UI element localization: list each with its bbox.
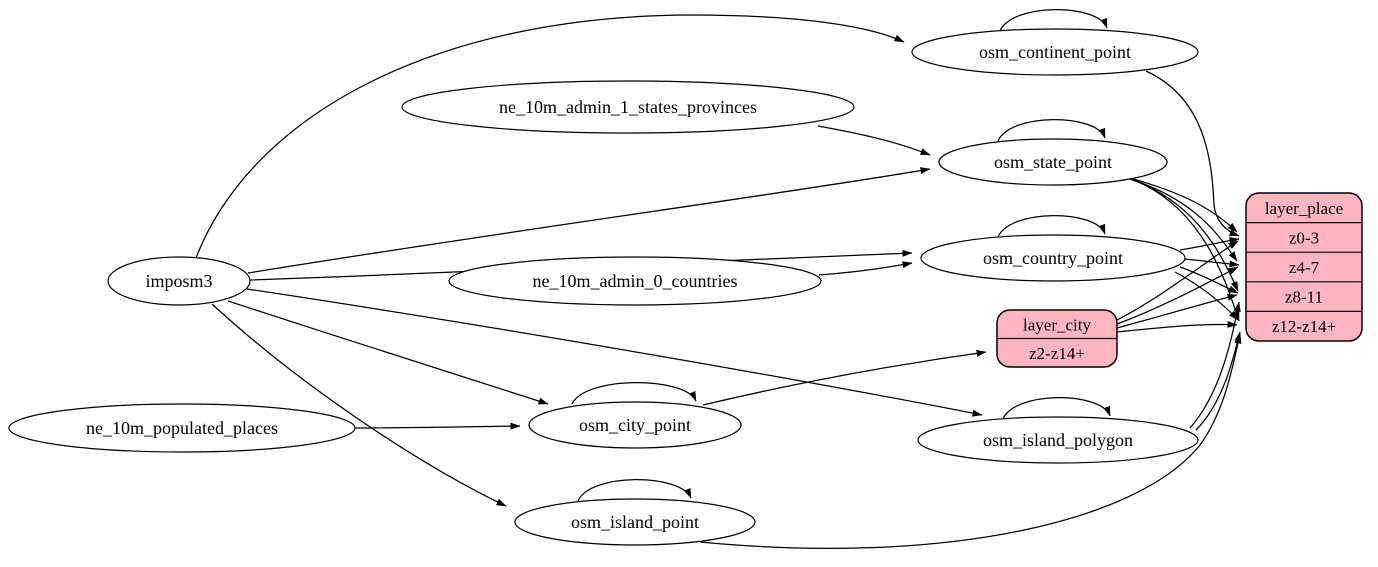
node-layer_place: layer_place z0-3 z4-7 z8-11 z12-z14+ <box>1245 192 1363 342</box>
node-imposm3: imposm3 <box>107 256 251 306</box>
ellipse-osm_island_polygon <box>917 416 1199 464</box>
self-loop-edge-osm_continent_point-to-osm_continent_point <box>999 9 1108 32</box>
node-osm_country_point: osm_country_point <box>920 234 1186 282</box>
node-osm_island_point: osm_island_point <box>514 498 756 546</box>
edge-ne_10m_admin_1_states_provinces-to-osm_state_point <box>817 125 931 156</box>
ellipse-ne_10m_populated_places <box>8 403 356 453</box>
node-osm_city_point: osm_city_point <box>528 401 742 449</box>
label-osm_city_point: osm_city_point <box>579 415 691 435</box>
edge-layer_city-to-layer_place:z12-z14+ <box>1116 320 1238 333</box>
edge-osm_island_point-to-layer_place:z12-z14+ <box>699 333 1242 549</box>
self-loop-edge-osm_country_point-to-osm_country_point <box>997 215 1106 238</box>
label-osm_island_polygon: osm_island_polygon <box>983 430 1133 450</box>
record-row-layer_place-z8-11: z8-11 <box>1285 288 1323 307</box>
record-row-layer_city-layer_city: layer_city <box>1023 315 1091 334</box>
label-imposm3: imposm3 <box>145 271 212 291</box>
edge-layer_city-to-layer_place:z4-7 <box>1116 266 1239 325</box>
edge-layer_city-to-layer_place:z8-11 <box>1116 293 1238 329</box>
nodes-layer: imposm3 ne_10m_populated_places ne_10m_adm… <box>8 28 1363 546</box>
self-loop-edge-osm_island_point-to-osm_island_point <box>577 479 692 502</box>
edge-imposm3-to-osm_island_point <box>211 303 507 507</box>
edge-layer_city-to-layer_place:z0-3 <box>1116 240 1239 321</box>
edge-osm_country_point-to-layer_place:z12-z14+ <box>1174 271 1239 321</box>
label-ne_10m_admin_1_states_provinces: ne_10m_admin_1_states_provinces <box>499 97 757 117</box>
record-row-layer_place-z0-3: z0-3 <box>1289 228 1319 247</box>
edge-imposm3-to-osm_state_point <box>247 167 931 274</box>
edge-osm_island_polygon-to-layer_place:z8-11 <box>1189 301 1241 429</box>
record-box-layer_place <box>1245 192 1363 342</box>
ellipse-ne_10m_admin_0_countries <box>448 256 822 306</box>
node-osm_state_point: osm_state_point <box>938 138 1168 186</box>
self-loop-edge-osm_city_point-to-osm_city_point <box>571 382 697 405</box>
edge-osm_state_point-to-layer_place:z4-7 <box>1129 178 1238 262</box>
label-osm_state_point: osm_state_point <box>994 152 1112 172</box>
edge-osm_state_point-to-layer_place:z0-3 <box>1125 176 1238 233</box>
record-row-layer_city-z2-z14+: z2-z14+ <box>1029 344 1085 363</box>
node-ne_10m_admin_0_countries: ne_10m_admin_0_countries <box>448 256 822 306</box>
node-osm_island_polygon: osm_island_polygon <box>917 416 1199 464</box>
label-ne_10m_populated_places: ne_10m_populated_places <box>86 418 278 438</box>
record-row-layer_place-layer_place: layer_place <box>1265 199 1343 218</box>
label-osm_island_point: osm_island_point <box>571 512 699 532</box>
edge-osm_country_point-to-layer_place:z4-7 <box>1183 258 1240 268</box>
self-loop-edge-osm_island_polygon-to-osm_island_polygon <box>1002 397 1111 420</box>
self-loop-edge-osm_state_point-to-osm_state_point <box>997 119 1106 142</box>
label-ne_10m_admin_0_countries: ne_10m_admin_0_countries <box>533 271 738 291</box>
edge-osm_city_point-to-layer_city:z2-z14+ <box>702 349 987 406</box>
node-ne_10m_admin_1_states_provinces: ne_10m_admin_1_states_provinces <box>401 80 855 134</box>
record-row-layer_place-z4-7: z4-7 <box>1289 258 1320 277</box>
ellipse-osm_island_point <box>514 498 756 546</box>
label-osm_country_point: osm_country_point <box>983 248 1123 268</box>
edge-osm_country_point-to-layer_place:z0-3 <box>1179 237 1240 251</box>
ellipse-ne_10m_admin_1_states_provinces <box>401 80 855 134</box>
edge-osm_continent_point-to-layer_place:z0-3 <box>1145 70 1240 237</box>
ellipse-imposm3 <box>107 256 251 306</box>
ellipse-osm_country_point <box>920 234 1186 282</box>
label-osm_continent_point: osm_continent_point <box>979 42 1131 62</box>
edge-imposm3-to-osm_continent_point <box>195 14 905 259</box>
edge-imposm3-to-osm_city_point <box>227 300 549 405</box>
edge-ne_10m_populated_places-to-osm_city_point <box>354 422 521 430</box>
record-row-layer_place-z12-z14+: z12-z14+ <box>1272 317 1336 336</box>
ellipse-osm_state_point <box>938 138 1168 186</box>
ellipse-osm_continent_point <box>911 28 1199 76</box>
node-osm_continent_point: osm_continent_point <box>911 28 1199 76</box>
node-ne_10m_populated_places: ne_10m_populated_places <box>8 403 356 453</box>
edge-ne_10m_admin_0_countries-to-osm_country_point <box>818 261 913 276</box>
node-layer_city: layer_city z2-z14+ <box>996 309 1118 368</box>
ellipse-osm_city_point <box>528 401 742 449</box>
edge-imposm3-to-osm_island_polygon <box>246 288 983 417</box>
edges-layer <box>195 9 1242 549</box>
